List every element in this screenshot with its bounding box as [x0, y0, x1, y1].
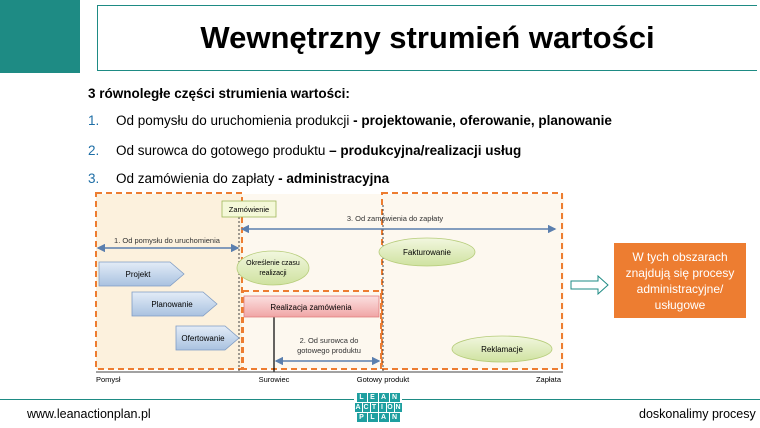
list-number: 1.	[88, 113, 100, 128]
axis-label-gotowy: Gotowy produkt	[357, 375, 410, 384]
arrow-3-label: 3. Od zamówienia do zapłaty	[347, 214, 444, 223]
title-box: Wewnętrzny strumień wartości	[97, 5, 757, 71]
axis-label-surowiec: Surowiec	[259, 375, 290, 384]
list-bold-text: - administracyjna	[278, 171, 390, 186]
list-text: Od zamówienia do zapłaty	[116, 171, 279, 186]
logo-letter: T	[370, 402, 378, 412]
ofertowanie-shape	[175, 325, 240, 351]
logo-letter: C	[362, 402, 370, 412]
zamowienie-box	[221, 200, 277, 218]
arrow-2-label-line2: gotowego produktu	[297, 346, 361, 355]
list-item-3: 3. Od zamówienia do zapłaty - administrac…	[88, 171, 389, 186]
logo-letter: O	[386, 402, 394, 412]
list-text: Od surowca do gotowego produktu	[116, 143, 330, 158]
logo-letter: N	[389, 412, 400, 422]
footer-slogan: doskonalimy procesy	[639, 407, 756, 421]
list-text: Od pomysłu do uruchomienia produkcji	[116, 113, 354, 128]
intro-subtitle: 3 równoległe części strumienia wartości:	[88, 86, 350, 101]
logo-letter: N	[389, 392, 400, 402]
zamowienie-label: Zamówienie	[229, 205, 269, 214]
callout-arrow-icon	[570, 274, 609, 296]
callout-box: W tych obszarach znajdują się procesy ad…	[614, 243, 746, 318]
logo-letter: I	[378, 402, 386, 412]
list-item-1: 1. Od pomysłu do uruchomienia produkcji -…	[88, 113, 612, 128]
logo-letter: L	[356, 392, 367, 402]
zone-1-border	[95, 192, 243, 370]
list-bold-text: - projektowanie, oferowanie, planowanie	[353, 113, 612, 128]
list-item-2: 2. Od surowca do gotowego produktu – prod…	[88, 143, 521, 158]
list-bold-text: – produkcyjna/realizacji usług	[329, 143, 522, 158]
planowanie-shape	[131, 291, 218, 317]
reklamacje-label: Reklamacje	[481, 345, 523, 354]
projekt-label: Projekt	[126, 270, 152, 279]
realizacja-label: Realizacja zamówienia	[270, 303, 352, 312]
axis-label-pomysl: Pomysł	[96, 375, 121, 384]
reklamacje-ellipse	[451, 335, 553, 363]
logo-letter: A	[378, 412, 389, 422]
logo-letter: A	[354, 402, 362, 412]
ofertowanie-label: Ofertowanie	[181, 334, 225, 343]
fakturowanie-label: Fakturowanie	[403, 248, 452, 257]
fakturowanie-ellipse	[378, 237, 476, 267]
zone-2-border	[242, 290, 382, 370]
logo-letter: A	[378, 392, 389, 402]
arrow-2-label-line1: 2. Od surowca do	[300, 336, 359, 345]
page-title: Wewnętrzny strumień wartości	[200, 20, 655, 55]
projekt-shape	[98, 261, 185, 287]
logo-letter: N	[394, 402, 402, 412]
logo-letter: L	[367, 412, 378, 422]
okreslenie-ellipse	[236, 250, 310, 286]
teal-accent-block	[0, 0, 80, 73]
okreslenie-label-line1: Określenie czasu	[246, 260, 300, 267]
planowanie-label: Planowanie	[151, 300, 193, 309]
zone-3-border	[381, 192, 563, 370]
realizacja-box	[243, 295, 380, 318]
axis-label-zaplata: Zapłata	[536, 375, 562, 384]
list-number: 2.	[88, 143, 100, 158]
arrow-1-label: 1. Od pomysłu do uruchomienia	[114, 236, 221, 245]
callout-text: W tych obszarach znajdują się procesy ad…	[625, 249, 735, 312]
list-number: 3.	[88, 171, 100, 186]
logo-letter: P	[356, 412, 367, 422]
okreslenie-label-line2: realizacji	[259, 270, 287, 277]
logo-letter: E	[367, 392, 378, 402]
footer-website: www.leanactionplan.pl	[27, 407, 151, 421]
